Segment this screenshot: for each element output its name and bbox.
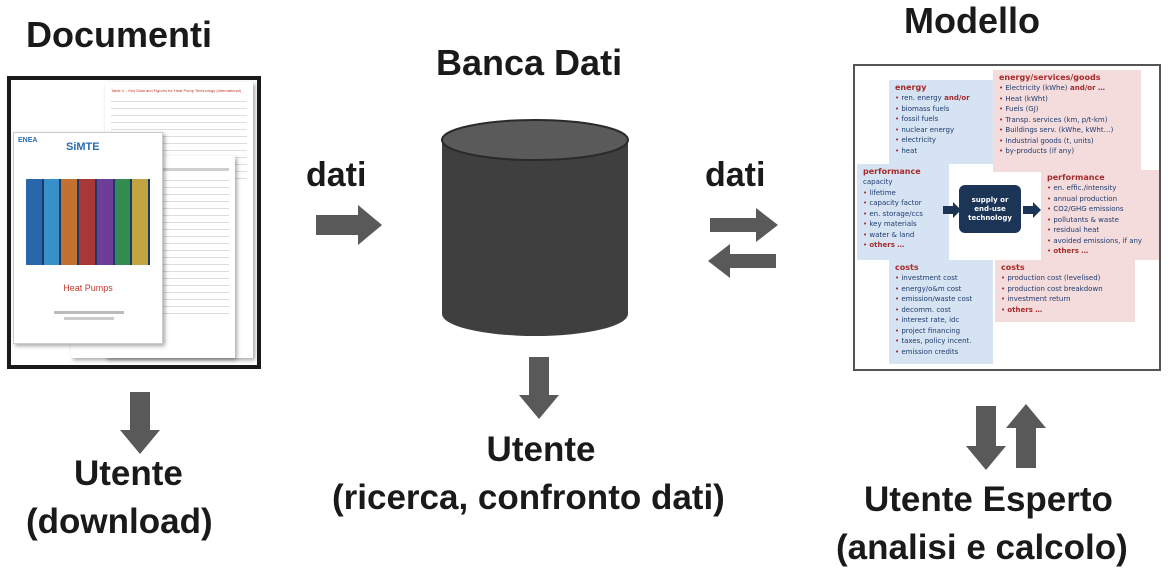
services-item: Industrial goods (t, units) [999, 136, 1135, 147]
services-item: Buildings serv. (kWhe, kWht…) [999, 125, 1135, 136]
perf-out-item: residual heat [1047, 225, 1155, 236]
services-item: Heat (kWht) [999, 94, 1135, 105]
documents-title: Documenti [26, 14, 213, 55]
database-title: Banca Dati [436, 42, 623, 83]
flow-label-right: dati [705, 156, 766, 194]
costs-out-panel: costs production cost (levelised)product… [995, 260, 1135, 322]
perf-in-item: capacity [863, 178, 893, 186]
energy-item: ren. energy and/or [895, 93, 987, 104]
services-item: by-products (if any) [999, 146, 1135, 157]
energy-item: fossil fuels [895, 114, 987, 125]
perf-in-title: performance [863, 167, 921, 176]
perf-in-panel: performance capacity lifetimecapacity fac… [857, 164, 949, 260]
perf-out-item: avoided emissions, if any [1047, 236, 1155, 247]
costs-in-item: interest rate, idc [895, 315, 987, 326]
database-user-action: (ricerca, confronto dati) [332, 478, 725, 517]
documents-thumbnail: Table 4 – Key Data and Figures for Heat … [7, 76, 261, 369]
arrow-into-tech-icon [943, 202, 961, 218]
tech-line1: supply or [971, 195, 1009, 204]
cover-stripe [79, 179, 95, 265]
model-user-label: Utente Esperto [864, 480, 1113, 519]
org-logo: ENEA [18, 137, 38, 144]
energy-item: nuclear energy [895, 125, 987, 136]
model-title: Modello [904, 0, 1040, 41]
services-item: Fuels (GJ) [999, 104, 1135, 115]
energy-title: energy [895, 83, 927, 92]
database-user-label: Utente [486, 430, 596, 469]
perf-out-item: others … [1047, 246, 1155, 257]
energy-item: electricity [895, 135, 987, 146]
perf-in-item: others … [863, 240, 943, 251]
arrow-up-model [1006, 404, 1046, 468]
costs-out-title: costs [1001, 263, 1025, 272]
tech-line2: end-use [974, 204, 1006, 213]
cover-page: ENEA SiMTE Heat Pumps [13, 132, 163, 344]
arrow-down-database [519, 357, 559, 419]
documents-user-action: (download) [26, 502, 213, 541]
arrow-down-model [966, 406, 1006, 470]
costs-out-list: production cost (levelised)production co… [1001, 273, 1129, 315]
perf-out-title: performance [1047, 173, 1105, 182]
cover-stripe [26, 179, 42, 265]
costs-out-item: investment return [1001, 294, 1129, 305]
costs-out-item: production cost breakdown [1001, 284, 1129, 295]
perf-out-panel: performance en. effic./intensityannual p… [1041, 170, 1159, 260]
cover-stripe [43, 179, 60, 265]
tech-line3: technology [968, 213, 1012, 222]
services-list: Electricity (kWhe) and/or …Heat (kWht)Fu… [999, 83, 1135, 157]
perf-out-item: pollutants & waste [1047, 215, 1155, 226]
arrow-out-tech-icon [1023, 202, 1041, 218]
energy-list: ren. energy and/orbiomass fuelsfossil fu… [895, 93, 987, 156]
cover-stripe [132, 179, 148, 265]
cover-stripe [61, 179, 78, 265]
costs-out-item: others … [1001, 305, 1129, 316]
costs-in-title: costs [895, 263, 919, 272]
perf-in-item: water & land [863, 230, 943, 241]
energy-item: heat [895, 146, 987, 157]
services-panel: energy/services/goods Electricity (kWhe)… [993, 70, 1141, 172]
perf-in-item: key materials [863, 219, 943, 230]
back-page-title: Table 4 – Key Data and Figures for Heat … [111, 88, 241, 93]
costs-in-item: emission/waste cost [895, 294, 987, 305]
simte-logo: SiMTE [66, 141, 100, 153]
costs-in-item: taxes, policy incent. [895, 336, 987, 347]
perf-in-item: en. storage/ccs [863, 209, 943, 220]
perf-out-item: annual production [1047, 194, 1155, 205]
documents-user-label: Utente [74, 454, 183, 493]
costs-out-item: production cost (levelised) [1001, 273, 1129, 284]
perf-out-list: en. effic./intensityannual productionCO2… [1047, 183, 1155, 257]
costs-in-item: energy/o&m cost [895, 284, 987, 295]
costs-in-item: project financing [895, 326, 987, 337]
costs-in-item: investment cost [895, 273, 987, 284]
flow-label-left: dati [306, 156, 367, 194]
perf-in-item: lifetime [863, 188, 943, 199]
services-item: Transp. services (km, p/t-km) [999, 115, 1135, 126]
perf-in-item: capacity factor [863, 198, 943, 209]
costs-in-list: investment costenergy/o&m costemission/w… [895, 273, 987, 357]
arrow-right-dati-left [316, 205, 382, 245]
costs-in-item: decomm. cost [895, 305, 987, 316]
costs-in-item: emission credits [895, 347, 987, 358]
perf-out-item: en. effic./intensity [1047, 183, 1155, 194]
services-title: energy/services/goods [999, 73, 1101, 82]
arrow-left-from-model [708, 244, 776, 278]
database-cylinder-icon [441, 119, 629, 336]
cover-image [26, 179, 150, 265]
perf-out-item: CO2/GHG emissions [1047, 204, 1155, 215]
cover-stripe [96, 179, 113, 265]
cover-stripe [114, 179, 131, 265]
arrow-right-to-model [710, 208, 778, 242]
energy-panel: energy ren. energy and/orbiomass fuelsfo… [889, 80, 993, 164]
services-item: Electricity (kWhe) and/or … [999, 83, 1135, 94]
energy-item: biomass fuels [895, 104, 987, 115]
model-user-action: (analisi e calcolo) [836, 528, 1128, 567]
costs-in-panel: costs investment costenergy/o&m costemis… [889, 260, 993, 364]
cover-title: Heat Pumps [63, 283, 113, 293]
perf-in-list: capacity lifetimecapacity factoren. stora… [863, 177, 943, 251]
arrow-down-documents [120, 392, 160, 454]
model-diagram: energy ren. energy and/orbiomass fuelsfo… [853, 64, 1161, 371]
